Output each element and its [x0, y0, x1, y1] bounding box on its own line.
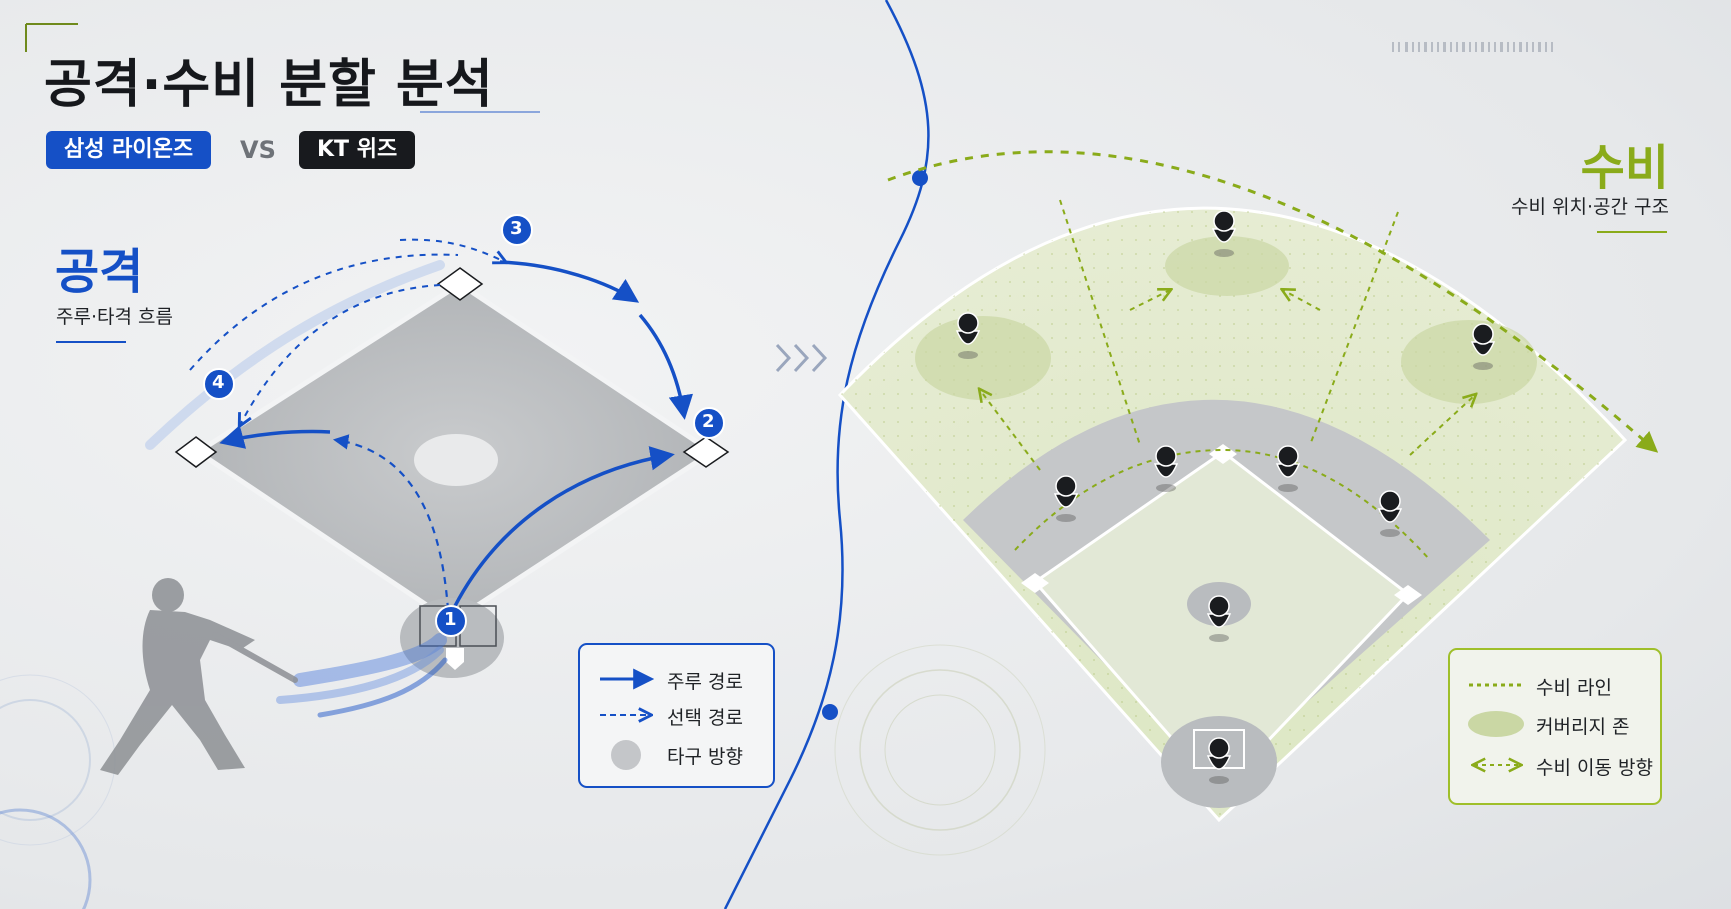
defense-arc	[887, 150, 1659, 453]
divider-node	[912, 170, 928, 186]
defender-icon	[1211, 210, 1237, 257]
legend-defense-line-label: 수비 라인	[1536, 677, 1612, 699]
marker-2	[693, 407, 725, 439]
marker-4	[203, 368, 235, 400]
offense-subtitle: 주루·타격 흐름	[56, 306, 173, 328]
defender-icon	[1206, 595, 1232, 642]
legend-run-path-label: 주루 경로	[667, 671, 743, 693]
marker-4-label: 4	[212, 372, 225, 393]
defender-icon	[1153, 445, 1179, 492]
defender-icon	[1470, 323, 1496, 370]
pitchers-mound	[414, 434, 498, 486]
home-plate-area	[400, 598, 504, 678]
defender-icon	[1377, 490, 1403, 537]
legend-option-path-label: 선택 경로	[667, 707, 743, 729]
team-away-badge: KT 위즈	[299, 131, 416, 169]
center-divider	[723, 0, 930, 909]
team-home-badge: 삼성 라이온즈	[46, 131, 212, 169]
page-title: 공격·수비 분할 분석	[44, 55, 494, 115]
batter-silhouette-icon	[100, 578, 298, 775]
marker-3-label: 3	[510, 218, 523, 239]
second-base	[436, 267, 484, 301]
corner-accent	[25, 23, 78, 52]
defense-title: 수비	[1580, 140, 1669, 196]
offense-diamond	[174, 267, 730, 678]
run-path-to-first	[453, 446, 675, 607]
coverage-zone-right	[1401, 320, 1537, 404]
offense-paths	[189, 238, 693, 611]
decorative-barcode	[1392, 42, 1553, 52]
first-base	[1394, 585, 1422, 605]
defender-figures	[955, 210, 1496, 784]
hit-direction-swoosh	[145, 260, 448, 718]
offense-title: 공격	[55, 244, 144, 300]
marker-2-label: 2	[702, 411, 715, 432]
defense-legend	[1448, 648, 1662, 805]
defender-icon	[1275, 445, 1301, 492]
defender-icon	[1053, 475, 1079, 522]
marker-1	[435, 605, 467, 637]
second-base	[1209, 444, 1237, 464]
third-base	[1021, 573, 1049, 593]
legend-coverage-icon	[1468, 711, 1524, 737]
legend-move-direction-label: 수비 이동 방향	[1536, 757, 1653, 779]
defense-subtitle: 수비 위치·공간 구조	[1511, 196, 1669, 218]
marker-3	[501, 214, 533, 246]
third-base	[174, 436, 218, 468]
defender-icon	[1206, 737, 1232, 784]
legend-hit-direction-label: 타구 방향	[667, 746, 743, 768]
offense-legend	[578, 643, 775, 788]
divider-node	[822, 704, 838, 720]
marker-1-label: 1	[444, 609, 457, 630]
versus-label: VS	[240, 136, 276, 164]
first-base	[682, 436, 730, 468]
legend-coverage-zone-label: 커버리지 존	[1536, 716, 1630, 738]
chevron-arrows-icon	[775, 343, 828, 373]
coverage-zone-center	[1165, 236, 1289, 296]
defender-icon	[955, 312, 981, 359]
coverage-zone-left	[915, 316, 1051, 400]
legend-hit-icon	[611, 740, 641, 770]
